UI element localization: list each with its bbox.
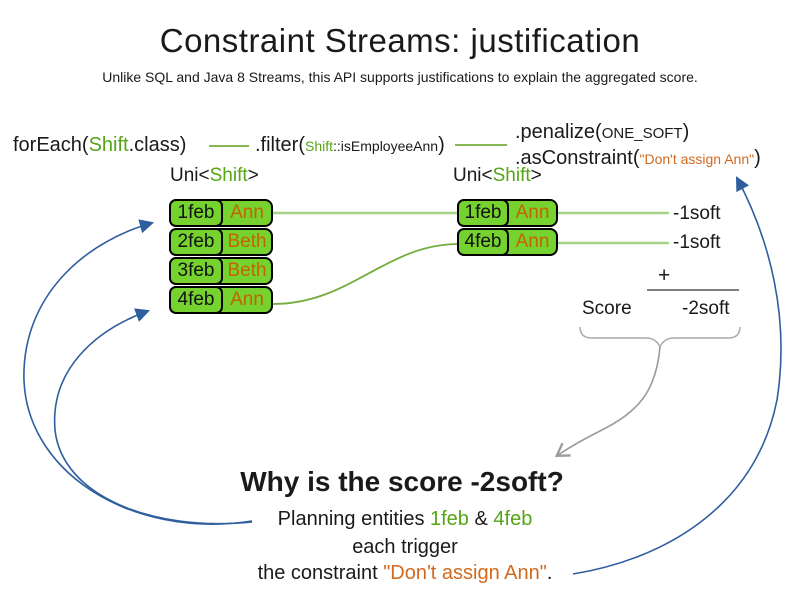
code-foreach: forEach(Shift.class) — [13, 134, 186, 157]
code-filter-arg-class: Shift — [305, 138, 334, 154]
line1-entity2: 4feb — [493, 508, 533, 530]
table-row: 3feb Beth — [169, 257, 273, 285]
code-penalize-arg: ONE_SOFT — [601, 125, 683, 142]
line1-entity1: 1feb — [430, 508, 469, 530]
line1-mid: & — [468, 508, 494, 530]
code-foreach-prefix: forEach( — [13, 134, 89, 156]
page-title: Constraint Streams: justification — [159, 22, 641, 59]
score-total: -2soft — [682, 298, 730, 319]
right-entity-table: 1feb Ann 4feb Ann — [457, 199, 558, 257]
right-type-suffix: > — [530, 165, 542, 186]
code-foreach-class: Shift — [88, 134, 129, 156]
code-asconstraint: .asConstraint("Don't assign Ann") — [515, 147, 761, 170]
line3-suffix: . — [546, 562, 553, 584]
justification-arrow-icon — [554, 346, 661, 458]
entity-date: 1feb — [169, 199, 223, 227]
left-type-name: Shift — [209, 165, 248, 186]
table-row: 2feb Beth — [169, 228, 273, 256]
code-filter-prefix: .filter( — [255, 134, 305, 156]
left-entity-table: 1feb Ann 2feb Beth 3feb Beth 4feb Ann — [169, 199, 273, 315]
code-foreach-suffix: .class) — [128, 134, 187, 156]
explanation-line-3: the constraint "Don't assign Ann". — [5, 562, 800, 585]
code-filter: .filter(Shift::isEmployeeAnn) — [255, 134, 445, 157]
entity-date: 4feb — [457, 228, 509, 256]
right-stream-type-label: Uni<Shift> — [453, 165, 542, 187]
entity-employee: Ann — [515, 231, 550, 252]
subtitle: Unlike SQL and Java 8 Streams, this API … — [102, 69, 698, 85]
right-type-name: Shift — [492, 165, 531, 186]
code-asconstraint-suffix: ) — [754, 147, 761, 169]
code-penalize: .penalize(ONE_SOFT) — [515, 121, 689, 144]
right-type-prefix: Uni< — [453, 165, 493, 186]
left-type-prefix: Uni< — [170, 165, 210, 186]
line3-constraint: "Don't assign Ann" — [383, 562, 547, 584]
code-asconstraint-arg: "Don't assign Ann" — [639, 151, 755, 167]
table-row: 1feb Ann — [169, 199, 273, 227]
match-score-1: -1soft — [673, 203, 721, 224]
plus-sign: + — [658, 264, 671, 287]
line1-prefix: Planning entities — [277, 508, 430, 530]
entity-employee: Ann — [230, 289, 264, 310]
entity-employee: Ann — [515, 202, 550, 223]
explanation-heading: Why is the score -2soft? — [240, 466, 564, 497]
score-brace — [579, 326, 741, 349]
table-row: 4feb Ann — [169, 286, 273, 314]
code-filter-arg-method: ::isEmployeeAnn — [333, 138, 439, 154]
table-row: 1feb Ann — [457, 199, 558, 227]
entity-employee: Beth — [227, 260, 267, 281]
entity-date: 1feb — [457, 199, 509, 227]
entity-date: 4feb — [169, 286, 223, 314]
match-score-2: -1soft — [673, 232, 721, 253]
entity-employee: Beth — [227, 231, 267, 252]
entity-date: 3feb — [169, 257, 223, 285]
left-stream-type-label: Uni<Shift> — [170, 165, 259, 187]
entity-employee: Ann — [230, 202, 264, 223]
score-label: Score — [582, 298, 632, 319]
explanation-line-2: each trigger — [352, 536, 458, 558]
code-asconstraint-prefix: .asConstraint( — [515, 147, 640, 169]
entity-date: 2feb — [169, 228, 223, 256]
code-filter-suffix: ) — [438, 134, 445, 156]
table-row: 4feb Ann — [457, 228, 558, 256]
code-penalize-prefix: .penalize( — [515, 121, 602, 143]
stream-line-4feb — [272, 243, 458, 305]
code-penalize-suffix: ) — [682, 121, 690, 143]
explanation-line-1: Planning entities 1feb & 4feb — [5, 508, 800, 531]
line3-prefix: the constraint — [257, 562, 384, 584]
left-type-suffix: > — [247, 165, 259, 186]
